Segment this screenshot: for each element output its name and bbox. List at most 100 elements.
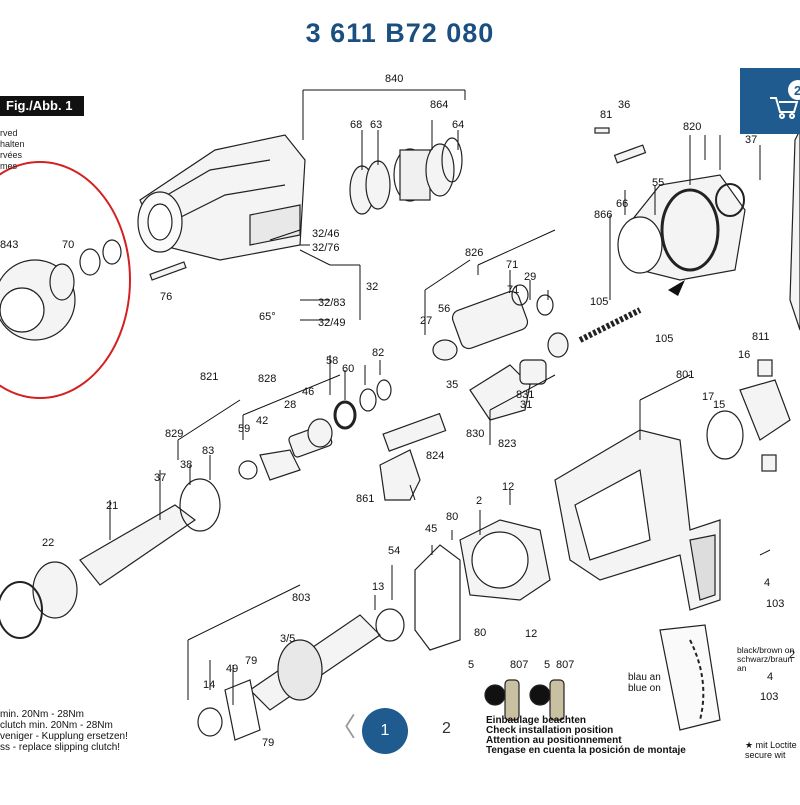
part-number-label: 831 [516, 389, 534, 401]
wire-notes-color: black/brown on schwarz/braun an [737, 646, 800, 673]
wire-notes: blau an blue on [628, 672, 661, 694]
part-number-label: 38 [180, 459, 192, 471]
left-notes: rved halten rvées mes [0, 128, 25, 172]
part-number-label: 65° [259, 311, 276, 323]
part-number-label: 83 [202, 445, 214, 457]
part-number-label: 32/49 [318, 317, 346, 329]
highlight-circle [0, 161, 131, 399]
part-number-label: 811 [752, 331, 770, 343]
part-number-label: 820 [683, 121, 701, 133]
part-number-label: 861 [356, 493, 374, 505]
part-number-label: 103 [766, 598, 784, 610]
part-number-label: 821 [200, 371, 218, 383]
cart-icon: 2 [770, 80, 800, 119]
part-number-label: 71 [507, 284, 519, 296]
part-number-label: 829 [165, 428, 183, 440]
part-number-label: 29 [524, 271, 536, 283]
part-number-label: 55 [652, 177, 664, 189]
part-number-label: 45 [425, 523, 437, 535]
cart-badge: 2 [794, 83, 800, 98]
part-number-label: 866 [594, 209, 612, 221]
part-number-label: 81 [600, 109, 612, 121]
part-number-label: 2 [789, 649, 795, 661]
left-note: rvées [0, 150, 23, 160]
part-number-label: 864 [430, 99, 448, 111]
part-number-label: 58 [326, 355, 338, 367]
part-number-label: 103 [760, 691, 778, 703]
page-1-button[interactable]: 1 [362, 708, 408, 754]
part-number-label: 60 [342, 363, 354, 375]
previous-page-icon[interactable]: 〈 [330, 712, 357, 742]
part-number-label: 105 [590, 296, 608, 308]
left-note: mes [0, 161, 18, 171]
part-number-label: 76 [160, 291, 172, 303]
part-number-label: 71 [506, 259, 518, 271]
part-number-label: 21 [106, 500, 118, 512]
part-number-label: 22 [42, 537, 54, 549]
loctite-note: ★ mit Loctite secure wit [745, 740, 797, 760]
part-number-label: 16 [738, 349, 750, 361]
part-number-label: 807 [556, 659, 574, 671]
part-number-label: 37 [154, 472, 166, 484]
part-number-label: 59 [238, 423, 250, 435]
loctite-line: ★ mit Loctite [745, 740, 797, 750]
part-number-label: 36 [618, 99, 630, 111]
part-number-label: 17 [702, 391, 714, 403]
part-number-label: 15 [713, 399, 725, 411]
part-number-label: 823 [498, 438, 516, 450]
part-number-label: 32/83 [318, 297, 346, 309]
cart-button[interactable]: 2 [740, 68, 800, 134]
part-number-label: 64 [452, 119, 464, 131]
part-number-label: 803 [292, 592, 310, 604]
torque-note: clutch min. 20Nm - 28Nm [0, 720, 113, 731]
torque-note: veniger - Kupplung ersetzen! [0, 731, 128, 742]
part-number-label: 79 [245, 655, 257, 667]
part-number-label: 843 [0, 239, 18, 251]
wire-note: blau an [628, 672, 661, 683]
part-number-label: 42 [256, 415, 268, 427]
install-note: Einbaulage beachten [486, 715, 587, 726]
part-number-label: 27 [420, 315, 432, 327]
install-note: Check installation position [486, 725, 614, 736]
install-note: Tengase en cuenta la posición de montaje [486, 745, 686, 756]
page-title: 3 611 B72 080 [305, 18, 495, 48]
figure-label: Fig./Abb. 1 [0, 96, 84, 116]
part-number-label: 12 [525, 628, 537, 640]
part-number-label: 3/5 [280, 633, 295, 645]
wire-note: blue on [628, 683, 661, 694]
torque-note: min. 20Nm - 28Nm [0, 709, 84, 720]
part-number-label: 49 [226, 663, 238, 675]
page-2-button[interactable]: 2 [442, 720, 451, 737]
wire-note: black/brown on [737, 645, 795, 655]
part-number-label: 54 [388, 545, 400, 557]
part-number-label: 56 [438, 303, 450, 315]
part-number-label: 13 [372, 581, 384, 593]
part-number-label: 80 [474, 627, 486, 639]
part-number-label: 32 [366, 281, 378, 293]
part-number-label: 826 [465, 247, 483, 259]
part-number-label: 2 [476, 495, 482, 507]
part-number-label: 79 [262, 737, 274, 749]
wire-note: schwarz/braun an [737, 654, 793, 673]
part-number-label: 66 [616, 198, 628, 210]
left-note: rved [0, 128, 18, 138]
part-number-label: 35 [446, 379, 458, 391]
part-number-label: 105 [655, 333, 673, 345]
part-number-label: 82 [372, 347, 384, 359]
part-number-label: 32/76 [312, 242, 340, 254]
part-number-label: 32/46 [312, 228, 340, 240]
install-notes: Einbaulage beachten Check installation p… [486, 716, 686, 756]
part-number-label: 4 [764, 577, 770, 589]
part-number-label: 807 [510, 659, 528, 671]
part-number-label: 63 [370, 119, 382, 131]
torque-note: ss - replace slipping clutch! [0, 742, 121, 753]
loctite-line: secure wit [745, 750, 786, 760]
part-number-label: 68 [350, 119, 362, 131]
left-note: halten [0, 139, 25, 149]
part-number-label: 14 [203, 679, 215, 691]
install-note: Attention au positionnement [486, 735, 622, 746]
part-number-label: 28 [284, 399, 296, 411]
part-number-label: 37 [745, 134, 757, 146]
